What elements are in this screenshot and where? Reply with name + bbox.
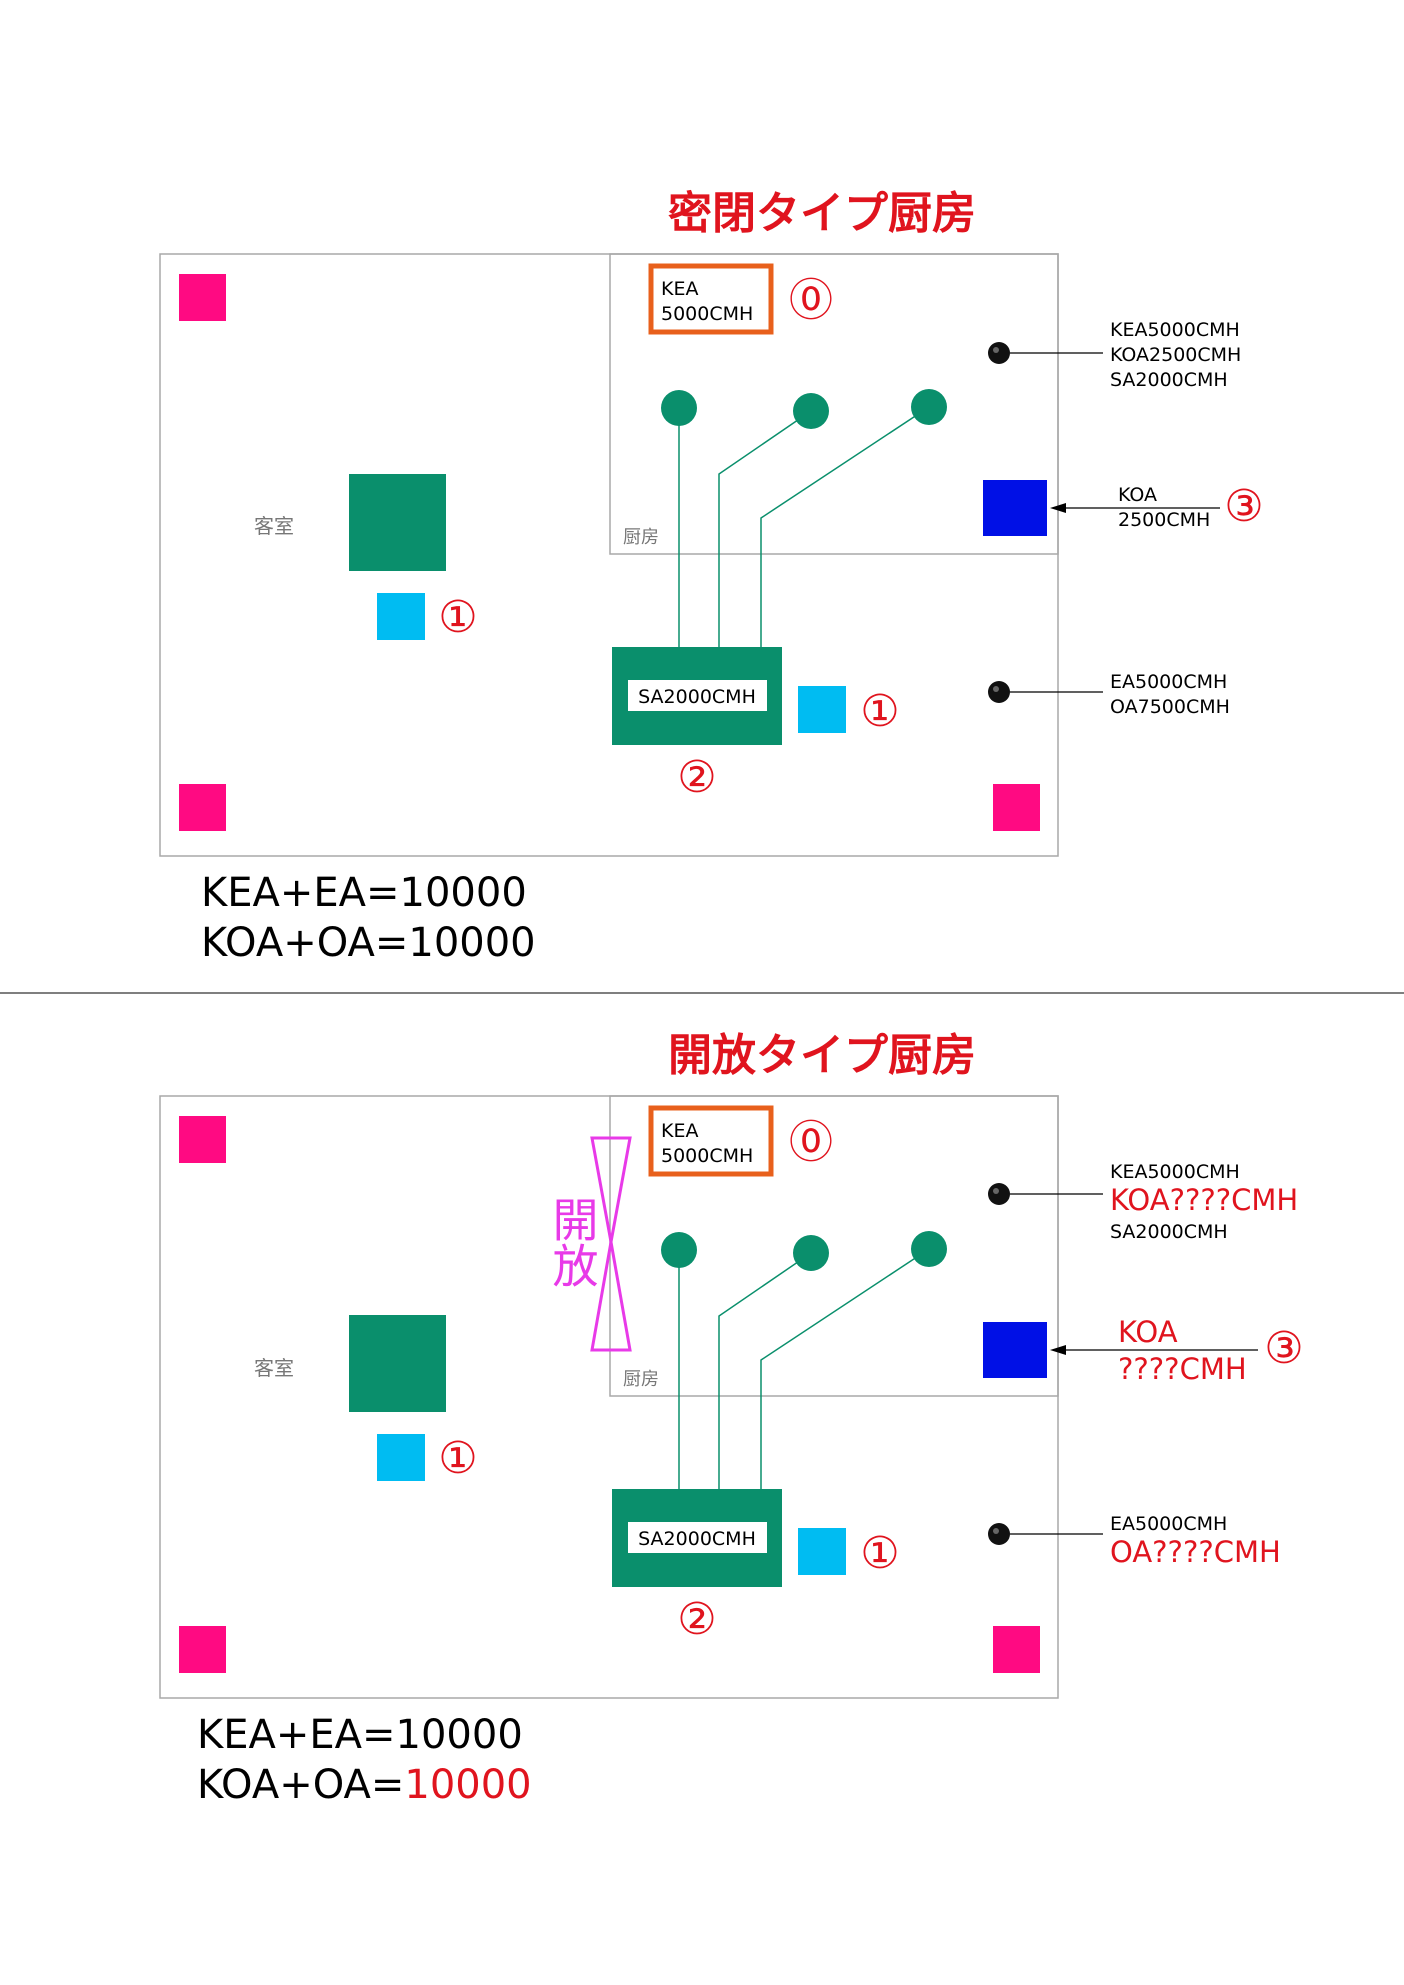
top-koa-line1: KOA [1118,484,1157,506]
top-pink-square-tl [179,274,226,321]
bottom-outer-room [159,1095,1059,1699]
top-koa-arrow-head [1050,503,1066,513]
bottom-pink-square-bl [179,1626,226,1673]
top-kea-box [648,263,774,335]
bottom-kea-line2: 5000CMH [661,1145,753,1167]
top-duct-2 [718,410,812,647]
top-right-top-line1: KEA5000CMH [1110,319,1240,341]
bottom-guest-green-unit [349,1315,446,1412]
top-equation-1: KEA+EA=10000 [201,870,527,916]
bottom-guest-cyan-square [377,1434,425,1481]
top-right-top-line2: KOA2500CMH [1110,344,1241,366]
top-diffuser-3 [911,389,947,425]
bottom-kitchen-cyan-square [798,1528,846,1575]
bottom-kea-box [648,1105,774,1177]
bottom-open-label: 開放 [546,1196,600,1288]
bottom-sa-marker-2: ② [677,1594,716,1645]
top-kitchen-marker-1: ① [860,686,899,737]
bottom-equation-2-prefix: KOA+OA= [197,1762,404,1808]
bottom-right-bottom-line1: EA5000CMH [1110,1513,1227,1535]
bottom-right-top-line1: KEA5000CMH [1110,1161,1240,1183]
bottom-diffuser-3 [911,1231,947,1267]
bottom-kea-marker-0: ⓪ [789,1117,833,1168]
top-koa-line2: 2500CMH [1118,509,1210,531]
bottom-equation-2-value: 10000 [404,1762,531,1808]
bottom-pink-square-tl [179,1116,226,1163]
top-right-bottom-line2: OA7500CMH [1110,696,1230,718]
bottom-diffuser-1 [661,1232,697,1268]
top-diffuser-1 [661,390,697,426]
top-diffuser-2 [793,393,829,429]
bottom-sa-label-box [628,1522,767,1553]
top-pink-square-bl [179,784,226,831]
bottom-koa-line1: KOA [1118,1315,1178,1349]
top-exhaust-point-2-highlight [993,686,999,692]
top-guest-room-label: 客室 [254,514,294,538]
bottom-title: 開放タイプ厨房 [668,1030,976,1081]
top-kea-line1: KEA [661,278,698,300]
top-guest-cyan-square [377,593,425,640]
top-koa-marker-3: ③ [1224,481,1263,532]
bottom-right-top-line2: KOA????CMH [1110,1183,1298,1217]
top-guest-green-unit [349,474,446,571]
top-pink-square-br [993,784,1040,831]
top-kitchen-area [609,253,1059,555]
bottom-right-bottom-line2: OA????CMH [1110,1535,1281,1569]
bottom-koa-blue-unit [983,1322,1047,1378]
bottom-exhaust-point-2 [988,1523,1010,1545]
bottom-guest-room-label: 客室 [254,1356,294,1380]
bottom-diagram: 開放タイプ厨房 客室 ① 開放 KEA 5000CMH ⓪ 厨房 SA2000C… [159,1030,1304,1808]
bottom-koa-marker-3: ③ [1264,1323,1303,1374]
bottom-duct-2 [718,1252,812,1489]
bottom-kitchen-label: 厨房 [623,1369,659,1390]
top-right-bottom-line1: EA5000CMH [1110,671,1227,693]
top-exhaust-point-1-highlight [993,347,999,353]
top-exhaust-point-2 [988,681,1010,703]
top-right-top-line3: SA2000CMH [1110,369,1228,391]
bottom-koa-arrow-head [1050,1345,1066,1355]
top-equation-2: KOA+OA=10000 [201,920,536,966]
top-kea-line2: 5000CMH [661,303,753,325]
top-kea-marker-0: ⓪ [789,275,833,326]
bottom-pink-square-br [993,1626,1040,1673]
bottom-equation-2: KOA+OA=10000 [197,1762,532,1808]
top-diagram: 密閉タイプ厨房 客室 ① KEA 5000CMH ⓪ 厨房 SA2000CMH … [159,188,1264,966]
bottom-open-hourglass [590,1136,632,1352]
bottom-duct-3 [760,1248,930,1489]
top-kitchen-label: 厨房 [623,527,659,548]
bottom-kea-line1: KEA [661,1120,698,1142]
bottom-guest-marker-1: ① [438,1433,477,1484]
top-sa-label: SA2000CMH [638,686,756,708]
top-exhaust-point-1 [988,342,1010,364]
top-guest-marker-1: ① [438,592,477,643]
bottom-equation-1: KEA+EA=10000 [197,1712,523,1758]
bottom-exhaust-point-1 [988,1183,1010,1205]
bottom-exhaust-point-2-highlight [993,1528,999,1534]
top-outer-room [159,253,1059,857]
bottom-kitchen-marker-1: ① [860,1528,899,1579]
top-sa-label-box [628,680,767,711]
bottom-right-top-line3: SA2000CMH [1110,1221,1228,1243]
bottom-koa-line2: ????CMH [1118,1352,1247,1386]
bottom-exhaust-point-1-highlight [993,1188,999,1194]
top-koa-blue-unit [983,480,1047,536]
bottom-sa-label: SA2000CMH [638,1528,756,1550]
top-duct-3 [760,406,930,647]
top-title: 密閉タイプ厨房 [668,188,976,239]
top-kitchen-cyan-square [798,686,846,733]
bottom-diffuser-2 [793,1235,829,1271]
top-sa-marker-2: ② [677,752,716,803]
